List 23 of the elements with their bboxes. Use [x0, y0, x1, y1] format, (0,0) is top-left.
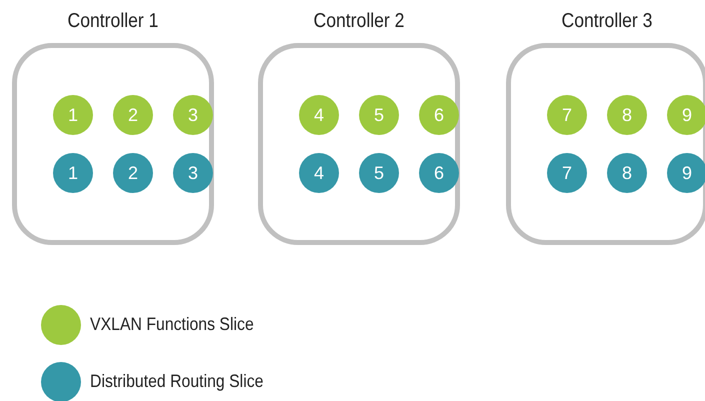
- legend-label: Distributed Routing Slice: [90, 371, 264, 392]
- slice-circle: 6: [419, 153, 459, 193]
- controller-heading: Controller 3: [560, 10, 654, 33]
- controller-heading: Controller 2: [312, 10, 406, 33]
- slice-circle: 8: [607, 153, 647, 193]
- slice-circle: 2: [113, 95, 153, 135]
- slice-circle: 8: [607, 95, 647, 135]
- slice-circle: 5: [359, 95, 399, 135]
- slice-circle: 5: [359, 153, 399, 193]
- legend-label: VXLAN Functions Slice: [90, 314, 254, 335]
- slice-circle: 7: [547, 95, 587, 135]
- slice-circle: 4: [299, 153, 339, 193]
- slice-circle: 4: [299, 95, 339, 135]
- slice-circle: 6: [419, 95, 459, 135]
- slice-circle: 1: [53, 95, 93, 135]
- slice-circle: 2: [113, 153, 153, 193]
- controller-heading: Controller 1: [66, 10, 160, 33]
- slice-circle: 1: [53, 153, 93, 193]
- slice-circle: 9: [667, 95, 705, 135]
- slice-circle: 3: [173, 153, 213, 193]
- slice-circle: 3: [173, 95, 213, 135]
- slice-circle: 7: [547, 153, 587, 193]
- slice-circle: 9: [667, 153, 705, 193]
